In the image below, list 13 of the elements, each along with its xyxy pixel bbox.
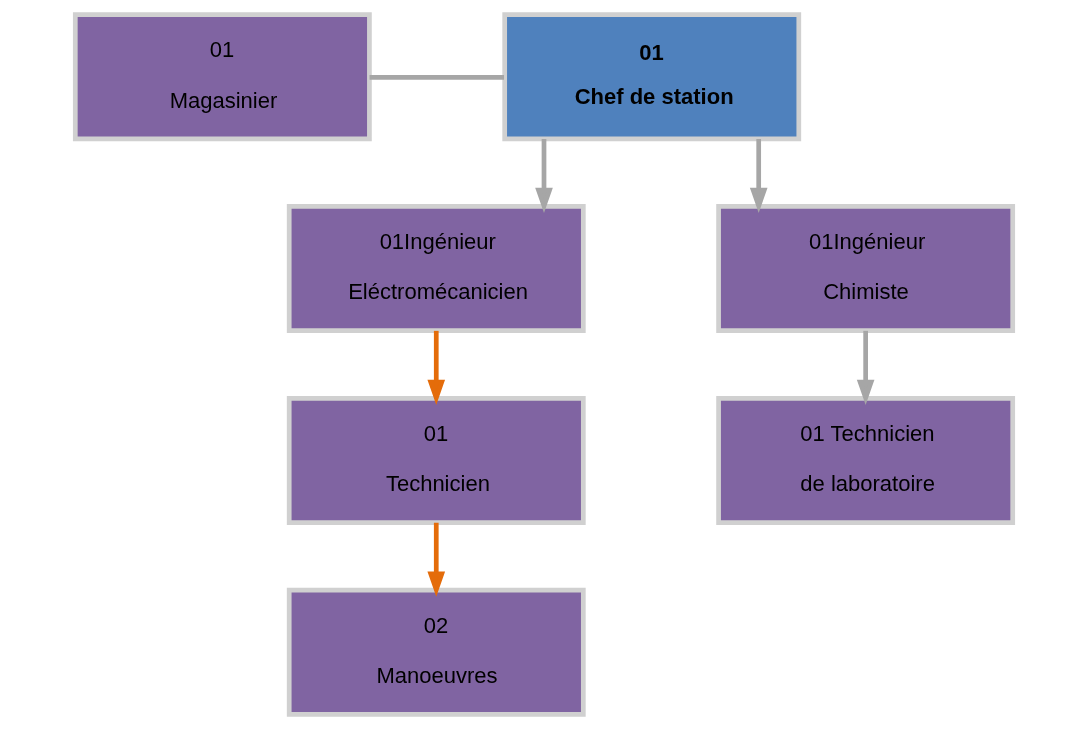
node-box: 01 Technicien — [286, 395, 586, 525]
arrow — [534, 138, 553, 214]
arrow — [426, 330, 445, 405]
node-box: 01 Chef de station — [501, 12, 801, 142]
arrow — [856, 330, 874, 405]
node-box: 01Ingénieur Chimiste — [715, 204, 1015, 334]
node-box: 01Ingénieur Eléctromécanicien — [286, 204, 586, 334]
arrow — [426, 522, 445, 597]
node-box: 01 Magasinier — [72, 12, 372, 142]
connector — [369, 75, 504, 80]
arrow — [749, 138, 768, 214]
node-box: 01 Technicien de laboratoire — [715, 395, 1015, 525]
node-box: 02 Manoeuvres — [286, 587, 586, 717]
